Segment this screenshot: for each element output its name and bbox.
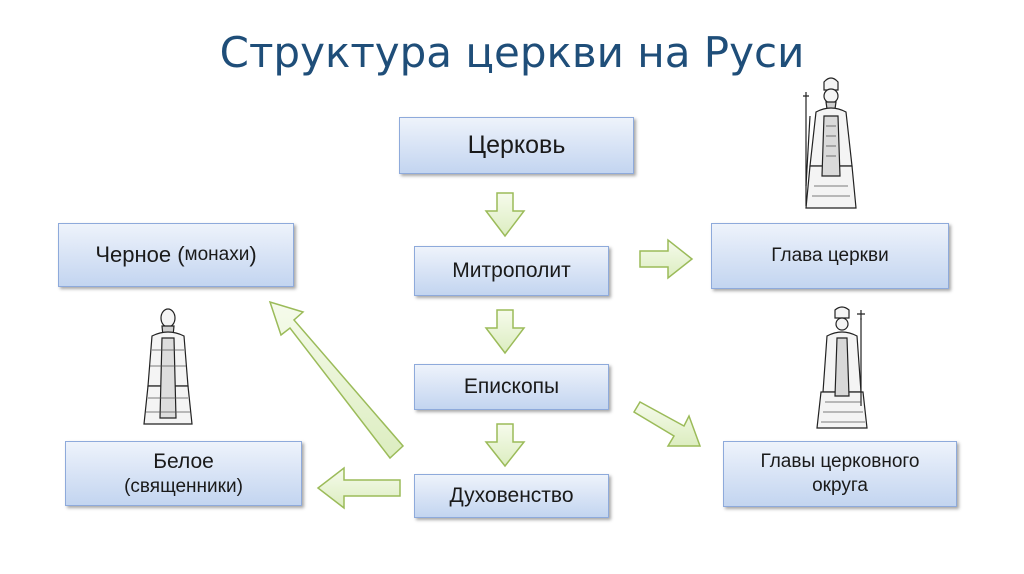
node-metropolitan-label: Митрополит <box>452 258 571 282</box>
page-title: Структура церкви на Руси <box>219 28 805 77</box>
node-head-label: Глава церкви <box>771 245 889 267</box>
node-white-line2: (священники) <box>124 475 243 497</box>
arrow-church-to-metropolitan <box>484 192 526 238</box>
node-district-heads-line1: Главы церковного <box>760 451 920 473</box>
node-white: Белое (священники) <box>65 441 302 506</box>
node-church-label: Церковь <box>467 130 566 159</box>
node-black-sub: монахи <box>184 244 250 266</box>
arrow-clergy-to-white <box>316 466 401 510</box>
arrow-clergy-to-black <box>268 300 405 460</box>
node-metropolitan: Митрополит <box>414 246 609 296</box>
metropolitan-figure-image <box>803 77 857 209</box>
bishop-figure-image <box>816 306 868 429</box>
node-black-label: Черное ( <box>95 242 185 268</box>
node-black-close: ) <box>249 242 257 268</box>
node-head: Глава церкви <box>711 223 949 289</box>
node-clergy-label: Духовенство <box>449 483 574 507</box>
node-white-line1: Белое <box>153 449 214 473</box>
arrow-metropolitan-to-bishops <box>484 309 526 355</box>
node-church: Церковь <box>399 117 634 174</box>
arrow-bishops-to-clergy <box>484 423 526 468</box>
node-black: Черное (монахи) <box>58 223 294 287</box>
node-bishops: Епископы <box>414 364 609 410</box>
arrow-metropolitan-to-head <box>639 238 694 280</box>
node-district-heads-line2: округа <box>812 475 868 496</box>
node-bishops-label: Епископы <box>463 374 560 398</box>
node-district-heads: Главы церковного округа <box>723 441 957 507</box>
node-clergy: Духовенство <box>414 474 609 518</box>
monk-figure-image <box>143 308 193 425</box>
arrow-bishops-to-district-heads <box>632 400 702 447</box>
